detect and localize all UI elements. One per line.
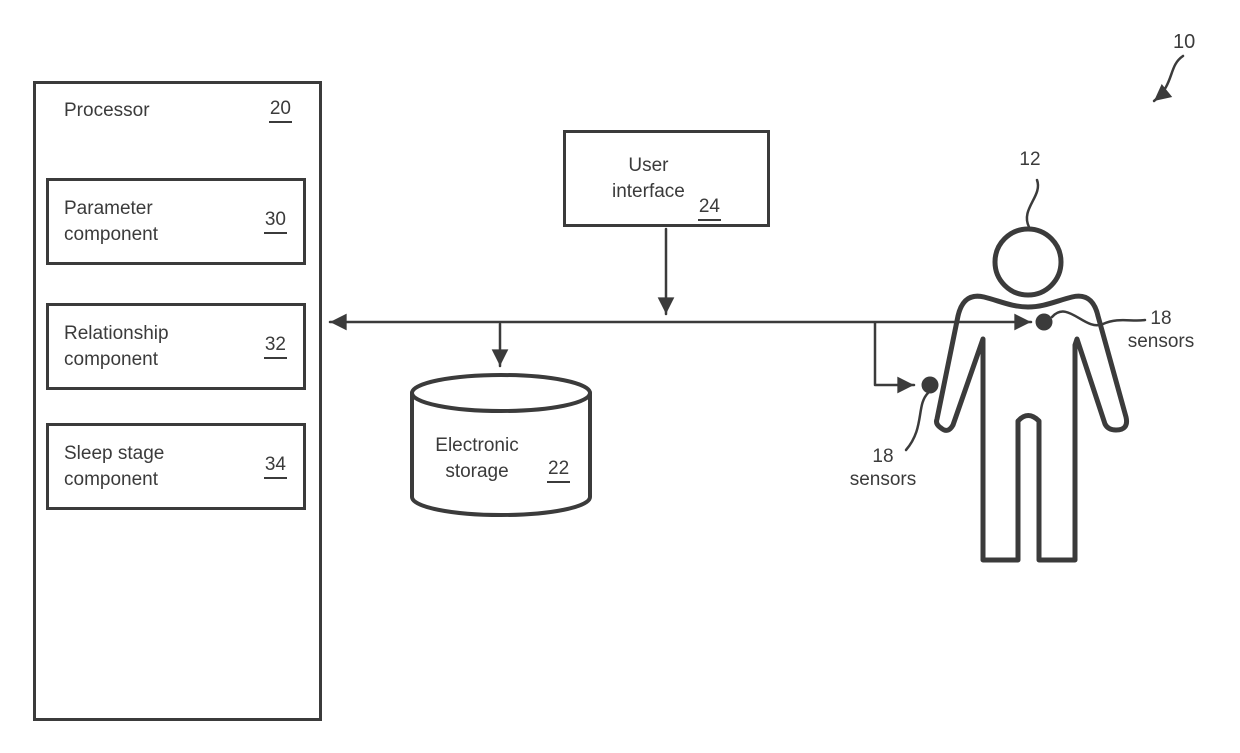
- subject-ref-leader: [1025, 178, 1040, 229]
- sensors-left-leader: [904, 391, 930, 452]
- sensors-right-text: sensors: [1127, 331, 1195, 352]
- sensors-left-ref-number: 18: [872, 446, 894, 467]
- subject-head: [992, 226, 1064, 298]
- processor-label: Processor: [64, 100, 150, 121]
- arm-sensor-dot: [921, 376, 939, 394]
- system-ref-arrow: [1152, 54, 1185, 103]
- user-interface-label: User interface: [611, 154, 685, 202]
- electronic-storage-ref-number: 22: [547, 458, 571, 483]
- relationship-component-box: Relationship component 32: [46, 303, 306, 390]
- sensors-right-ref-number: 18: [1150, 308, 1172, 329]
- electronic-storage-label: Electronic storage 22: [435, 435, 571, 483]
- parameter-component-box: Parameter component 30: [46, 178, 306, 265]
- sensors-left-text: sensors: [849, 469, 917, 490]
- subject-body: [934, 293, 1129, 563]
- parameter-component-ref-number: 30: [263, 209, 287, 234]
- chest-sensor-dot: [1035, 313, 1053, 331]
- sleep-stage-component-label: Sleep stage component: [64, 442, 165, 490]
- parameter-component-label: Parameter component: [64, 197, 159, 245]
- arm-sensor-branch-arrow: [873, 321, 916, 394]
- subject-ref-label: 12: [1019, 149, 1041, 170]
- relationship-component-label: Relationship component: [64, 322, 169, 370]
- sleep-stage-component-box: Sleep stage component 34: [46, 423, 306, 510]
- processor-ref-number: 20: [268, 98, 292, 123]
- processor-box: Processor 20 Parameter component 30 Rela…: [33, 81, 322, 721]
- processor-header: Processor 20: [64, 98, 292, 124]
- user-interface-ref-number: 24: [697, 196, 721, 221]
- system-ref-label: 10: [1173, 31, 1196, 53]
- user-interface-box: User interface 24: [563, 130, 770, 227]
- sensors-left-label: 18 sensors: [838, 445, 928, 491]
- sleep-stage-component-ref-number: 34: [263, 454, 287, 479]
- sensors-right-label: 18 sensors: [1117, 307, 1205, 353]
- relationship-component-ref-number: 32: [263, 334, 287, 359]
